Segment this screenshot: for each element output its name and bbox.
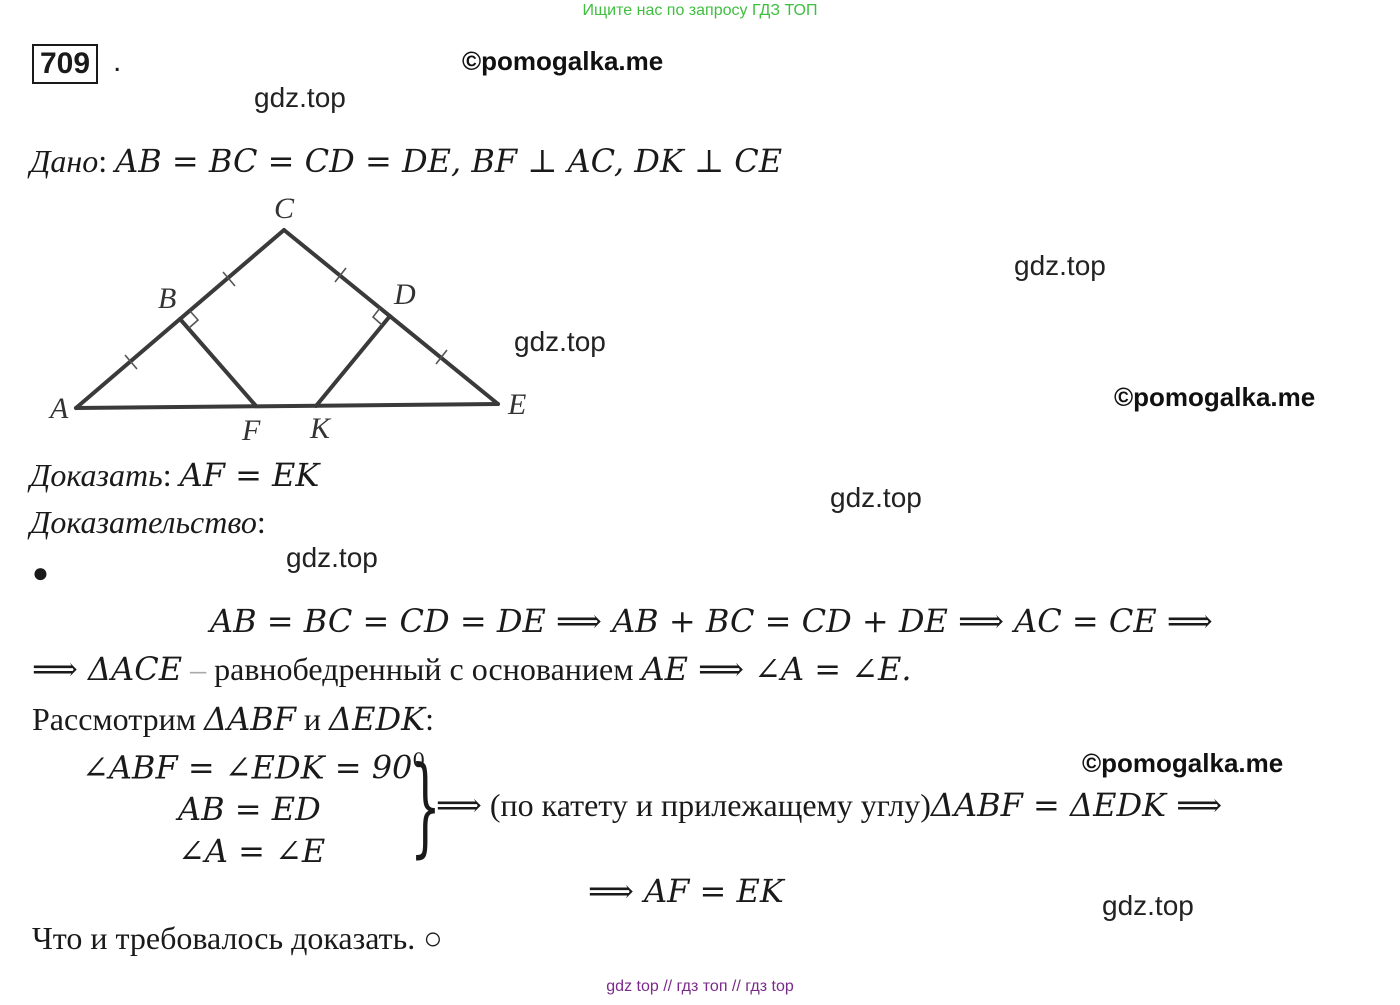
watermark-copyright: ©pomogalka.me (1082, 748, 1284, 778)
watermark-gdz: gdz.top (286, 542, 378, 573)
proof-line-2: ⟹ ΔACE – равнобедренный с основанием AE … (32, 650, 912, 688)
label-d: D (393, 278, 416, 311)
proof-line-2-text: равнобедренный с основанием (214, 651, 642, 687)
proof-bullet: ● (32, 558, 49, 589)
problem-number: 709 (32, 44, 99, 84)
proof-line-1: AB = BC = CD = DE ⟹ AB + BC = CD + DE ⟹ … (210, 602, 1213, 640)
right-angle-b (188, 310, 200, 329)
label-f: F (241, 414, 261, 447)
tick-de (435, 349, 448, 365)
system-result: ⟹ (по катету и прилежащему углу)ΔABF = Δ… (436, 786, 1222, 824)
watermark-gdz: gdz.top (1102, 890, 1194, 921)
proof-line-3-and: и (295, 701, 330, 737)
system-line-2: AB = ED (178, 790, 321, 828)
given-label: Дано (30, 143, 99, 179)
segment-dk (314, 314, 392, 408)
prove-statement: Доказать: AF = EK (30, 456, 319, 494)
footer-links: gdz top // гдз топ // гдз top (606, 978, 794, 995)
tick-ab (124, 354, 138, 370)
label-b: B (158, 282, 176, 315)
proof-line-2-arrow: ⟹ ΔACE (32, 650, 183, 688)
proof-line-3-colon: : (425, 701, 434, 737)
given-text: AB = BC = CD = DE, BF ⊥ AC, DK ⊥ CE (115, 142, 783, 180)
tick-cd (334, 267, 347, 283)
label-e: E (507, 388, 526, 421)
problem-number-dot: . (113, 45, 122, 78)
system-line-3: ∠A = ∠E (178, 832, 326, 870)
triangle-diagram: A B C D E F K (48, 192, 526, 447)
system-result-arrow: ⟹ (436, 786, 482, 824)
proof-line-2-math: AE ⟹ ∠A = ∠E. (641, 650, 912, 688)
proof-heading: Доказательство: (30, 504, 266, 541)
prove-colon: : (162, 457, 172, 493)
search-banner: Ищите нас по запросу ГДЗ ТОП (582, 2, 818, 19)
qed-statement: Что и требовалось доказать. ○ (32, 920, 443, 956)
label-a: A (48, 392, 69, 425)
system-result-math: ΔABF = ΔEDK ⟹ (930, 786, 1223, 824)
proof-line-3: Рассмотрим ΔABF и ΔEDK: (32, 700, 434, 738)
proof-line-2-dash: – (182, 651, 215, 687)
conclusion: ⟹ AF = EK (588, 872, 784, 910)
prove-text: AF = EK (179, 456, 320, 494)
system-line-1-sup: 0 (412, 748, 426, 772)
given-colon: : (98, 143, 108, 179)
proof-line-3-text: Рассмотрим (32, 701, 204, 737)
proof-label: Доказательство (30, 504, 257, 540)
watermark-copyright: ©pomogalka.me (462, 46, 664, 76)
watermark-copyright: ©pomogalka.me (1114, 382, 1316, 412)
watermark-gdz: gdz.top (830, 482, 922, 513)
label-k: K (309, 412, 332, 445)
given-statement: Дано: AB = BC = CD = DE, BF ⊥ AC, DK ⊥ C… (30, 142, 782, 180)
watermark-gdz: gdz.top (254, 82, 346, 113)
segment-bf (178, 317, 258, 408)
base-ae (74, 402, 500, 410)
system-result-text: (по катету и прилежащему углу) (481, 787, 931, 823)
prove-label: Доказать (30, 457, 163, 493)
right-angle-d (371, 307, 383, 326)
watermark-gdz: gdz.top (514, 326, 606, 357)
system-line-1: ∠ABF = ∠EDK = 900 (82, 748, 425, 787)
proof-line-3-triangle-2: ΔEDK (329, 700, 426, 738)
system-line-1-text: ∠ABF = ∠EDK = 90 (82, 748, 413, 787)
label-c: C (274, 192, 295, 225)
watermark-gdz: gdz.top (1014, 250, 1106, 281)
proof-line-3-triangle-1: ΔABF (203, 700, 296, 738)
system-brace: } (410, 744, 441, 869)
proof-colon: : (256, 504, 266, 540)
tick-bc (222, 271, 236, 287)
